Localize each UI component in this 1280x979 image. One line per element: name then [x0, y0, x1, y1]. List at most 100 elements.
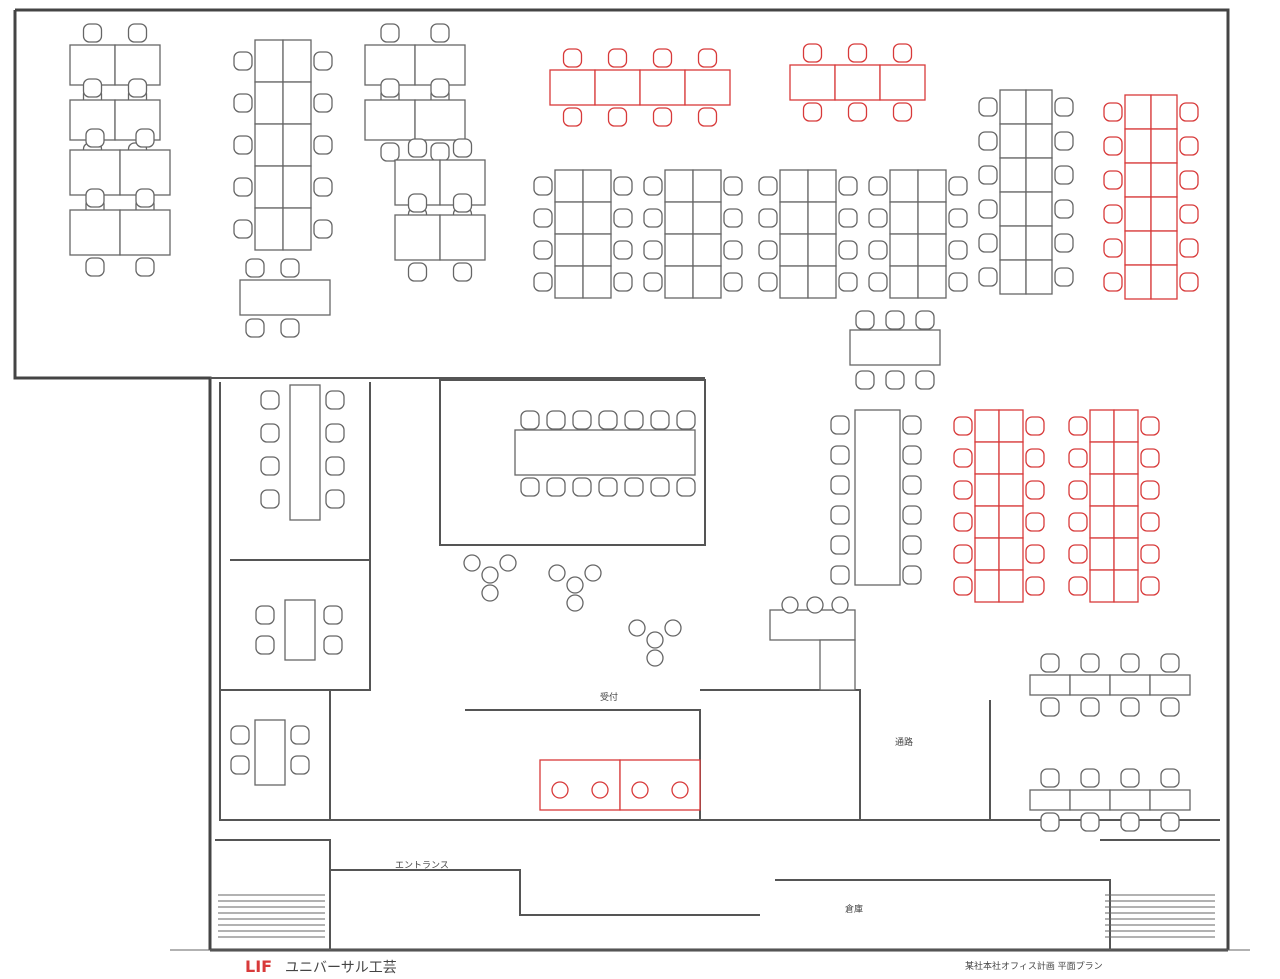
chair: [546, 477, 566, 497]
desk: [582, 201, 612, 235]
desk: [974, 537, 1000, 571]
desk: [999, 89, 1027, 125]
chair: [830, 565, 850, 585]
desk: [254, 123, 284, 167]
desk: [539, 759, 621, 811]
desk: [807, 169, 837, 203]
desk: [789, 64, 836, 101]
chair: [407, 138, 428, 158]
desk: [998, 569, 1024, 603]
desk: [1150, 264, 1178, 300]
chair: [598, 410, 618, 430]
stool: [631, 781, 649, 799]
desk: [1150, 128, 1178, 164]
chair: [1140, 576, 1160, 596]
chair: [245, 258, 265, 278]
chair: [953, 416, 973, 436]
chair: [915, 370, 935, 390]
desk: [1113, 473, 1139, 507]
desk: [1089, 505, 1115, 539]
chair: [652, 107, 673, 127]
chair: [1103, 204, 1123, 224]
chair: [650, 410, 670, 430]
room-labels: エントランス 倉庫 通路 受付: [395, 691, 913, 915]
chair: [280, 318, 300, 338]
chair: [313, 135, 333, 155]
chair: [323, 605, 343, 625]
chair: [1103, 238, 1123, 258]
stool: [646, 631, 664, 649]
chair: [1025, 448, 1045, 468]
chair: [978, 97, 998, 117]
desk: [1150, 162, 1178, 198]
chair: [1179, 238, 1199, 258]
chair: [1160, 812, 1180, 832]
chair: [255, 635, 275, 655]
chair: [1160, 768, 1180, 788]
chair: [643, 272, 663, 292]
chair: [1025, 480, 1045, 500]
stool: [831, 596, 849, 614]
desk: [999, 157, 1027, 193]
chair: [855, 370, 875, 390]
chair: [723, 208, 743, 228]
wall-stair-left: [215, 839, 331, 950]
desk: [974, 569, 1000, 603]
chair: [613, 176, 633, 196]
chair: [1068, 480, 1088, 500]
chair: [830, 475, 850, 495]
chair: [868, 272, 888, 292]
desk: [254, 81, 284, 125]
chair: [82, 23, 103, 43]
desk: [998, 441, 1024, 475]
interior-walls: [210, 377, 1220, 950]
chair: [723, 272, 743, 292]
chair: [452, 138, 473, 158]
chair: [1120, 653, 1140, 673]
label-hall: エントランス: [395, 860, 449, 871]
title-block: LIF ユニバーサル工芸 某社本社オフィス計画 平面プラン: [170, 949, 1250, 976]
chair: [1103, 136, 1123, 156]
chair: [572, 477, 592, 497]
chair: [1054, 131, 1074, 151]
desk: [999, 259, 1027, 295]
stool: [591, 781, 609, 799]
stool: [781, 596, 799, 614]
chair: [847, 43, 868, 63]
chair: [613, 208, 633, 228]
stool: [566, 594, 584, 612]
desk: [289, 384, 321, 521]
desk: [582, 169, 612, 203]
desk: [998, 537, 1024, 571]
desk: [664, 201, 694, 235]
chair: [598, 477, 618, 497]
stool: [628, 619, 646, 637]
stool: [584, 564, 602, 582]
chair: [1179, 102, 1199, 122]
chair: [676, 477, 696, 497]
wall-small-room: [219, 690, 331, 821]
stool: [566, 576, 584, 594]
desk: [998, 409, 1024, 443]
chair: [325, 390, 345, 410]
stool: [646, 649, 664, 667]
chair: [624, 477, 644, 497]
stool: [499, 554, 517, 572]
chair: [830, 505, 850, 525]
chair: [838, 176, 858, 196]
desk: [807, 201, 837, 235]
chair: [868, 240, 888, 260]
wall-boardroom: [439, 379, 706, 546]
chair: [407, 262, 428, 282]
desk: [1025, 191, 1053, 227]
chair: [847, 102, 868, 122]
chair: [562, 107, 583, 127]
chair: [323, 635, 343, 655]
stair-left: [218, 894, 325, 938]
desk: [1025, 157, 1053, 193]
desk: [554, 169, 584, 203]
chair: [1025, 576, 1045, 596]
chair: [313, 219, 333, 239]
